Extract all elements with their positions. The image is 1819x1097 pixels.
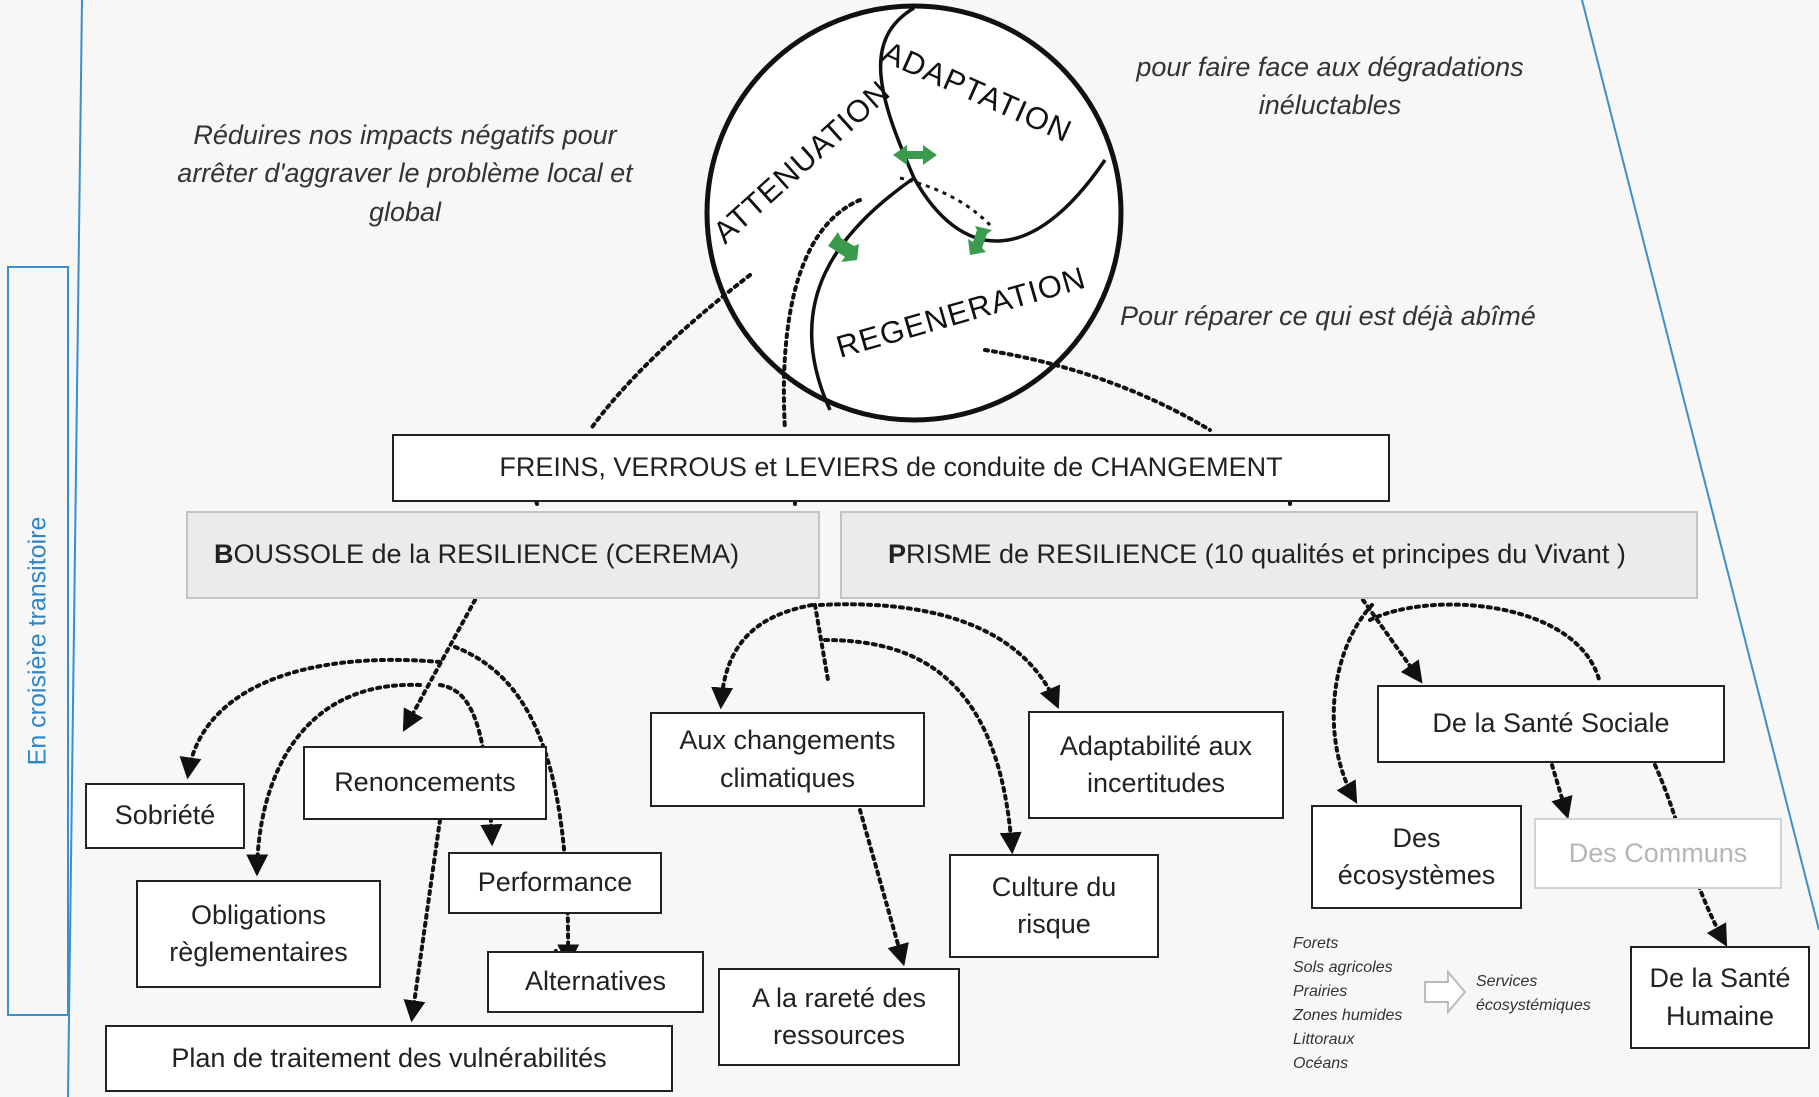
renoncements-box: Renoncements <box>303 746 547 820</box>
side-label: En croisière transitoire <box>23 516 52 766</box>
note-regeneration: Pour réparer ce qui est déjà abîmé <box>1120 301 1536 331</box>
ecosystemes-box: Des écosystèmes <box>1311 805 1522 909</box>
node-line: règlementaires <box>169 937 348 967</box>
ecosystem-item: Océans <box>1293 1055 1349 1072</box>
node-line: De la Santé <box>1649 963 1791 994</box>
boussole-initial: B <box>214 539 234 570</box>
node-line: Aux changements <box>679 725 896 756</box>
node-line: incertitudes <box>1086 768 1226 798</box>
node-line: Culture du <box>991 871 1117 902</box>
note-line: inéluctables <box>1258 90 1402 121</box>
sante-humaine-box: De la Santé Humaine <box>1630 946 1810 1049</box>
ecosystem-list: Forets Sols agricoles Prairies Zones hum… <box>1293 932 1402 1076</box>
plan-box: Plan de traitement des vulnérabilités <box>105 1025 673 1092</box>
node-line: écosystèmes <box>1337 860 1496 890</box>
note-line: Réduires nos impacts négatifs pour <box>193 120 617 150</box>
note-line: arrêter d'aggraver le problème local et <box>177 158 633 189</box>
hollow-arrow-icon <box>1424 969 1467 1015</box>
rarete-box: A la rareté des ressources <box>718 968 960 1066</box>
sante-sociale-box: De la Santé Sociale <box>1377 685 1725 763</box>
double-arrow-icon <box>968 226 992 255</box>
side-label-frame <box>7 266 69 1016</box>
node-line: Obligations <box>190 899 327 930</box>
triskel-circle: ADAPTATION ATTENUATION REGENERATION <box>704 3 1124 423</box>
performance-box: Performance <box>448 852 662 914</box>
prisme-initial: P <box>888 539 907 570</box>
alternatives-box: Alternatives <box>487 951 704 1013</box>
obligations-box: Obligations règlementaires <box>136 880 381 988</box>
adaptabilite-box: Adaptabilité aux incertitudes <box>1028 711 1284 819</box>
ecosystem-item: Sols agricoles <box>1293 959 1393 976</box>
double-arrow-icon <box>828 232 859 262</box>
prisme-text: RISME de RESILIENCE (10 qualités et prin… <box>906 539 1626 570</box>
note-line: global <box>368 196 442 227</box>
node-line: ressources <box>772 1020 906 1050</box>
ecosystem-item: Zones humides <box>1293 1007 1403 1024</box>
services-line: écosystémiques <box>1476 997 1591 1014</box>
double-arrow-icon <box>893 145 937 165</box>
node-line: A la rareté des <box>751 982 927 1013</box>
changements-box: Aux changements climatiques <box>650 712 925 807</box>
boussole-text: OUSSOLE de la RESILIENCE (CEREMA) <box>233 539 740 570</box>
ecosystem-item: Littoraux <box>1293 1031 1355 1048</box>
communs-box: Des Communs <box>1534 818 1782 889</box>
ecosystem-item: Prairies <box>1293 983 1348 1000</box>
ecosystem-services: Services écosystémiques <box>1476 970 1591 1018</box>
freins-box: FREINS, VERROUS et LEVIERS de conduite d… <box>392 434 1390 502</box>
node-line: Des <box>1392 822 1441 853</box>
note-adaptation: pour faire face aux dégradations inéluct… <box>1110 48 1550 125</box>
node-line: Humaine <box>1665 1000 1775 1031</box>
services-line: Services <box>1476 973 1538 990</box>
right-frame-line <box>1581 0 1819 931</box>
note-line: pour faire face aux dégradations <box>1136 52 1524 82</box>
ecosystem-item: Forets <box>1293 935 1339 952</box>
note-attenuation: Réduires nos impacts négatifs pour arrêt… <box>140 116 670 231</box>
node-line: risque <box>1017 909 1091 939</box>
sobriete-box: Sobriété <box>85 783 245 849</box>
node-line: Adaptabilité aux <box>1059 730 1253 761</box>
node-line: climatiques <box>719 762 856 793</box>
culture-box: Culture du risque <box>949 854 1159 958</box>
left-frame-line <box>67 0 83 1097</box>
